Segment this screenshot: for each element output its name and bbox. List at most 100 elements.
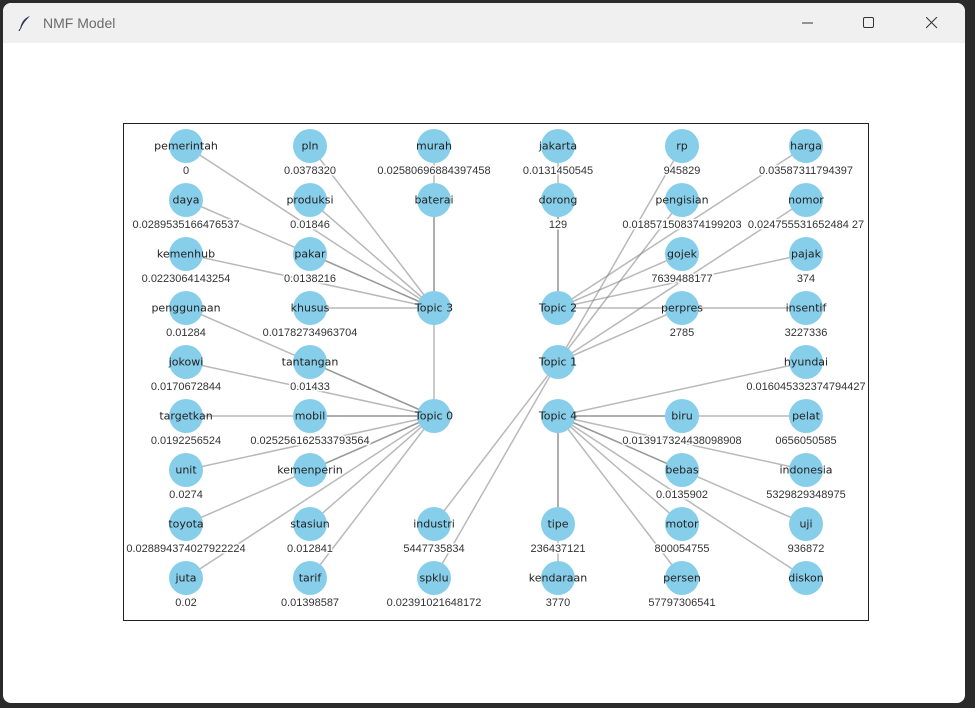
node-gojek[interactable] (665, 237, 699, 271)
edge-weight-label: 0.01782734963704 (263, 327, 358, 339)
node-mobil[interactable] (293, 399, 327, 433)
node-juta[interactable] (169, 561, 203, 595)
node-tipe[interactable] (541, 507, 575, 541)
node-pengisian[interactable] (665, 183, 699, 217)
node-label: Topic 3 (414, 302, 453, 315)
node-pakar[interactable] (293, 237, 327, 271)
edge-weight-label: 0.01284 (166, 327, 206, 339)
edge-topic-1-industri (433, 361, 559, 525)
edge-weight-label: 0656050585 (775, 435, 836, 447)
node-persen[interactable] (665, 561, 699, 595)
edge-weight-label: 0.0289535166476537 (132, 219, 239, 231)
node-insentif[interactable] (789, 291, 823, 325)
node-dorong[interactable] (541, 183, 575, 217)
node-uji[interactable] (789, 507, 823, 541)
edge-topic-4-indonesia (557, 415, 807, 471)
edge-weight-label: 0.025256162533793564 (250, 435, 369, 447)
node-diskon[interactable] (789, 561, 823, 595)
node-label: targetkan (159, 410, 212, 423)
node-topic-4[interactable] (541, 399, 575, 433)
node-motor[interactable] (665, 507, 699, 541)
node-pln[interactable] (293, 129, 327, 163)
node-kendaraan[interactable] (541, 561, 575, 595)
node-label: indonesia (779, 464, 832, 477)
node-topic-0[interactable] (417, 399, 451, 433)
node-tarif[interactable] (293, 561, 327, 595)
node-label: harga (790, 140, 822, 153)
edge-weight-label: 0.018571508374199203 (622, 219, 741, 231)
maximize-button[interactable] (846, 3, 892, 43)
edge-weight-label: 0.024755531652484 27 (748, 219, 864, 231)
maximize-icon (863, 17, 874, 28)
node-baterai[interactable] (417, 183, 451, 217)
node-penggunaan[interactable] (169, 291, 203, 325)
node-indonesia[interactable] (789, 453, 823, 487)
node-topic-2[interactable] (541, 291, 575, 325)
node-label: perpres (661, 302, 703, 315)
edge-weight-label: 0.02391021648172 (387, 597, 482, 609)
node-jokowi[interactable] (169, 345, 203, 379)
node-label: stasiun (290, 518, 330, 531)
edge-weight-label: 800054755 (654, 543, 709, 555)
node-topic-1[interactable] (541, 345, 575, 379)
node-label: daya (173, 194, 200, 207)
node-biru[interactable] (665, 399, 699, 433)
node-rp[interactable] (665, 129, 699, 163)
edge-weight-label: 0.028894374027922224 (126, 543, 245, 555)
node-label: biru (671, 410, 693, 423)
node-stasiun[interactable] (293, 507, 327, 541)
node-harga[interactable] (789, 129, 823, 163)
edge-weight-label: 0.02 (175, 597, 196, 609)
node-label: dorong (539, 194, 578, 207)
node-label: bebas (665, 464, 698, 477)
node-label: uji (799, 518, 812, 531)
node-jakarta[interactable] (541, 129, 575, 163)
node-label: tipe (547, 518, 568, 531)
node-spklu[interactable] (417, 561, 451, 595)
edge-weight-label: 0 (183, 165, 189, 177)
node-label: khusus (291, 302, 330, 315)
node-kemenhub[interactable] (169, 237, 203, 271)
node-label: Topic 1 (538, 356, 577, 369)
edge-topic-3-pemerintah (185, 145, 435, 309)
edge-topic-0-tarif (309, 415, 435, 579)
node-khusus[interactable] (293, 291, 327, 325)
node-pelat[interactable] (789, 399, 823, 433)
node-label: mobil (295, 410, 326, 423)
edge-weight-label: 945829 (664, 165, 701, 177)
edge-topic-1-spklu (433, 361, 559, 579)
node-daya[interactable] (169, 183, 203, 217)
node-murah[interactable] (417, 129, 451, 163)
node-tantangan[interactable] (293, 345, 327, 379)
edge-weight-label: 374 (797, 273, 815, 285)
node-label: jokowi (168, 356, 204, 369)
edge-weight-label: 0.01433 (290, 381, 330, 393)
edge-weight-label: 7639488177 (651, 273, 712, 285)
node-toyota[interactable] (169, 507, 203, 541)
node-perpres[interactable] (665, 291, 699, 325)
close-button[interactable] (909, 3, 955, 43)
title-bar: NMF Model (3, 3, 965, 43)
node-bebas[interactable] (665, 453, 699, 487)
edge-weight-label: 0.02580696884397458 (377, 165, 490, 177)
node-produksi[interactable] (293, 183, 327, 217)
edge-weight-label: 936872 (788, 543, 825, 555)
node-pajak[interactable] (789, 237, 823, 271)
node-pemerintah[interactable] (169, 129, 203, 163)
node-topic-3[interactable] (417, 291, 451, 325)
edge-topic-4-motor (557, 415, 683, 525)
close-icon (926, 17, 938, 29)
node-label: kemenhub (157, 248, 215, 261)
node-industri[interactable] (417, 507, 451, 541)
node-kemenperin[interactable] (293, 453, 327, 487)
node-unit[interactable] (169, 453, 203, 487)
edge-topic-0-unit (185, 415, 435, 471)
node-nomor[interactable] (789, 183, 823, 217)
node-label: produksi (286, 194, 333, 207)
minimize-button[interactable] (785, 3, 831, 43)
node-hyundai[interactable] (789, 345, 823, 379)
edge-topic-0-jokowi (185, 361, 435, 417)
edge-topic-4-hyundai (557, 361, 807, 417)
node-targetkan[interactable] (169, 399, 203, 433)
